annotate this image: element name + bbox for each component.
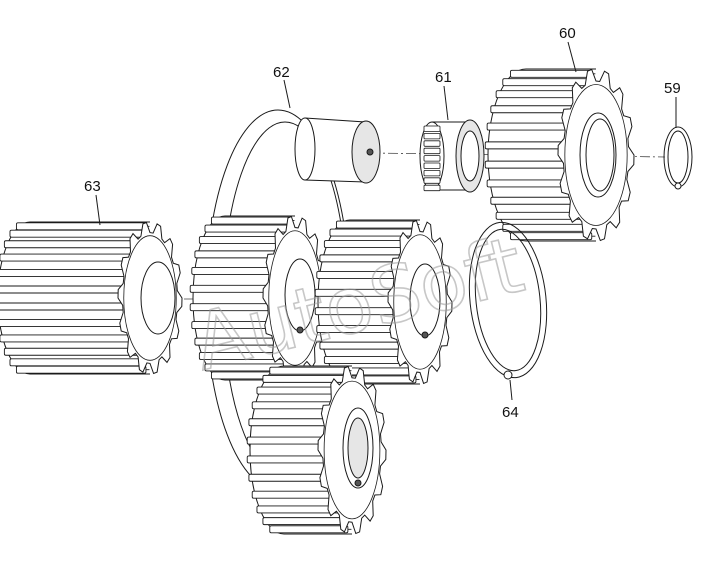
part-64-ring [468,221,548,380]
callout-60: 60 [559,25,576,42]
planet-gear-bottom [246,365,387,535]
leader-lines [95,41,677,401]
part-63-gear [0,221,183,375]
part-60-gear [484,68,635,242]
callout-63: 63 [84,178,101,195]
callout-labels: 59 60 61 62 63 64 [84,25,681,421]
bearing-rollers [423,125,441,192]
part-59-snap-ring [663,126,693,190]
callout-61: 61 [435,69,452,86]
callout-59: 59 [664,80,681,97]
part-61-bearing [419,119,485,193]
planet-gear-right [314,219,453,385]
callout-64: 64 [502,404,519,421]
planet-gear-left [189,215,328,381]
callout-62: 62 [273,64,290,81]
